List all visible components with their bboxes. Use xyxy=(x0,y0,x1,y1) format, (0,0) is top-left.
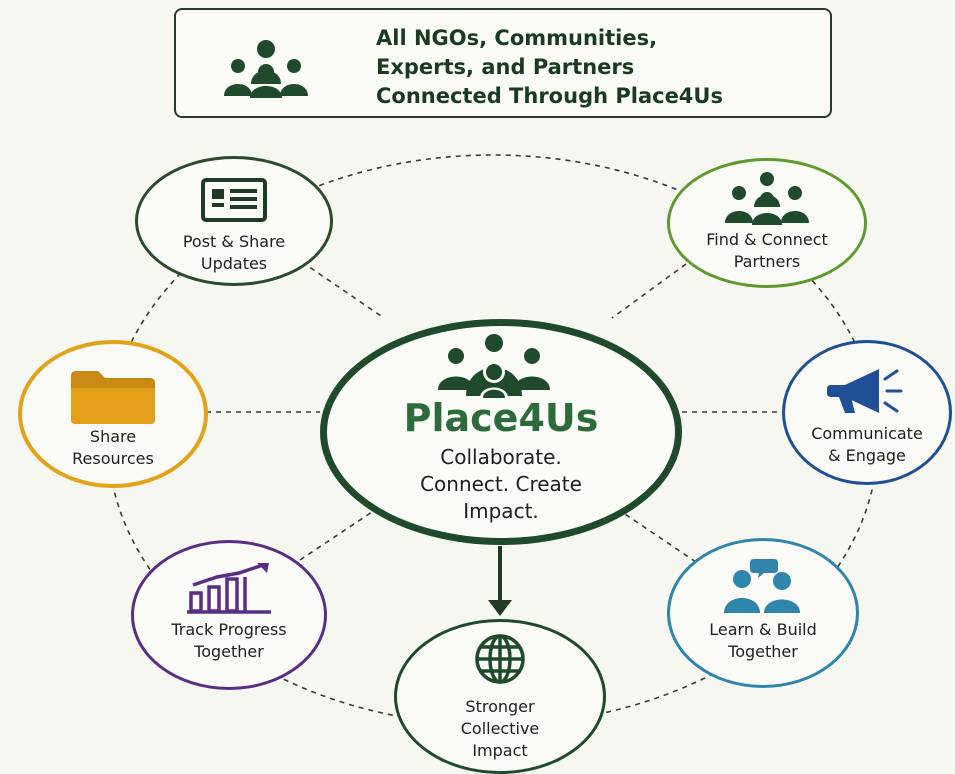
node-communicate-engage: Communicate & Engage xyxy=(782,340,952,485)
header-banner: All NGOs, Communities, Experts, and Part… xyxy=(174,8,832,118)
bar-chart-icon xyxy=(187,563,271,614)
people-chat-icon xyxy=(724,559,800,613)
banner-title: All NGOs, Communities, Experts, and Part… xyxy=(376,26,723,108)
node-label: Stronger Collective Impact xyxy=(460,697,540,760)
node-post-share-updates: Post & Share Updates xyxy=(135,156,333,286)
down-arrow xyxy=(488,546,512,616)
people-group-icon xyxy=(438,334,550,398)
node-label: Track Progress Together xyxy=(171,620,287,661)
node-label: Find & Connect Partners xyxy=(706,230,828,271)
people-group-icon xyxy=(224,40,308,98)
node-label: Post & Share Updates xyxy=(182,232,286,273)
node-learn-build: Learn & Build Together xyxy=(667,538,859,688)
node-label: Communicate & Engage xyxy=(811,424,923,465)
node-track-progress: Track Progress Together xyxy=(131,540,327,690)
megaphone-icon xyxy=(827,369,903,413)
spoke-post-share xyxy=(301,261,385,319)
spoke-learn-build xyxy=(615,507,697,563)
node-label: Share Resources xyxy=(72,427,154,468)
globe-icon xyxy=(475,634,525,684)
hub-title: Place4Us xyxy=(403,396,599,440)
central-hub: Place4Us Collaborate. Connect. Create Im… xyxy=(320,319,682,545)
folder-icon xyxy=(71,371,155,424)
node-label: Learn & Build Together xyxy=(709,620,817,661)
document-card-icon xyxy=(201,178,267,222)
hub-tagline: Collaborate. Connect. Create Impact. xyxy=(420,445,582,523)
node-collective-impact: Stronger Collective Impact xyxy=(394,619,606,774)
people-group-icon xyxy=(725,172,809,225)
node-find-connect-partners: Find & Connect Partners xyxy=(667,158,867,288)
node-share-resources: Share Resources xyxy=(18,340,208,488)
